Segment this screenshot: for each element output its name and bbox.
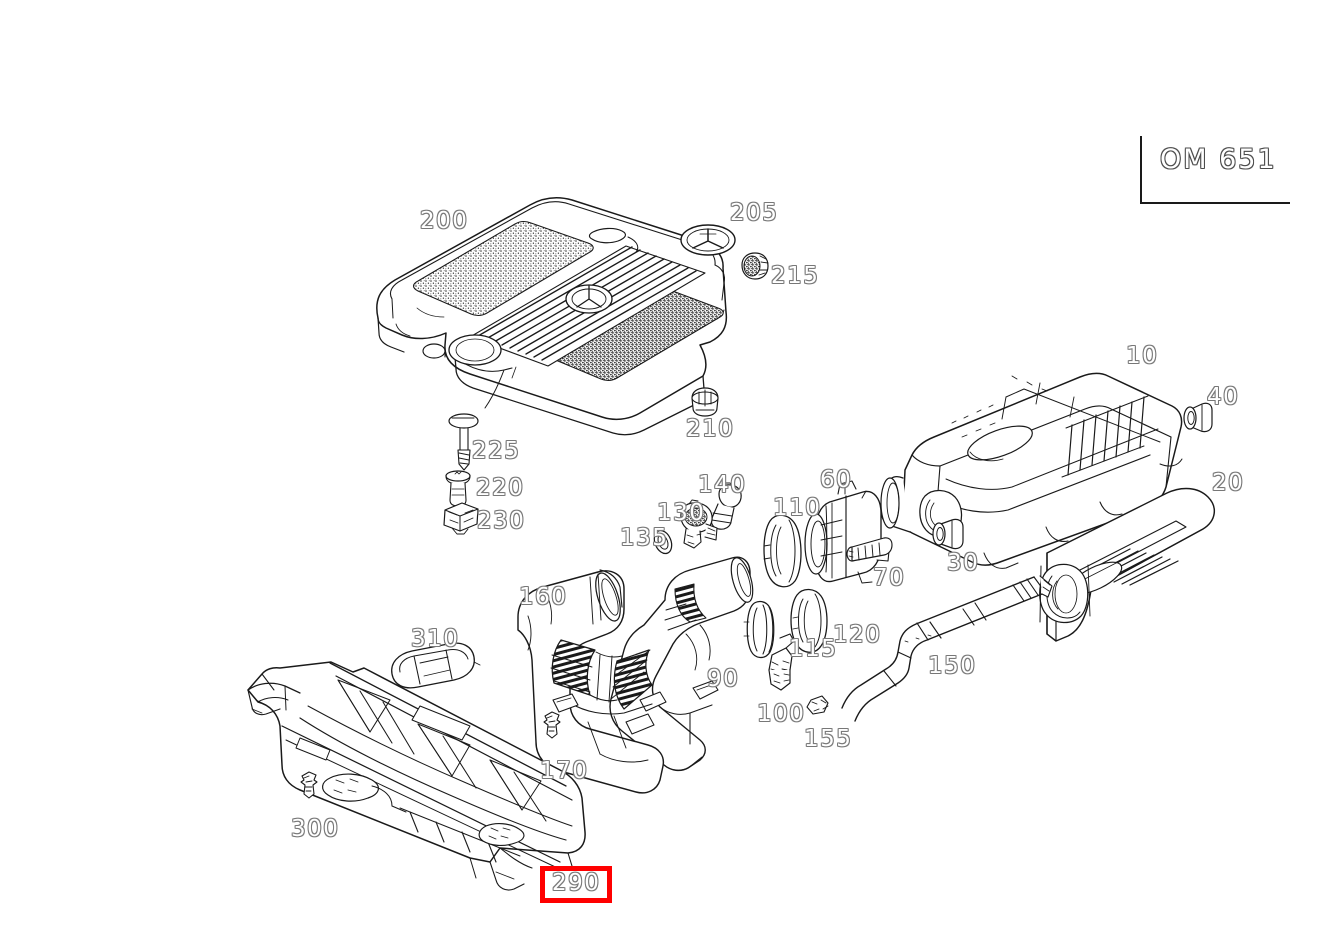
callout-pressure-sensor-130[interactable]: 130: [657, 500, 706, 526]
part-retaining-bracket-230: [443, 502, 479, 535]
callout-intake-manifold-10[interactable]: 10: [1126, 343, 1159, 369]
callout-cover-screw-225[interactable]: 225: [472, 438, 521, 464]
callout-air-intake-cowl-290[interactable]: 290: [540, 866, 613, 903]
callout-air-intake-duct-160[interactable]: 160: [519, 584, 568, 610]
callout-manifold-grommet-40[interactable]: 40: [1207, 384, 1240, 410]
part-vent-fitting-100: [768, 633, 795, 691]
callout-clamp-ring-110[interactable]: 110: [773, 495, 822, 521]
callout-sensor-o-ring-135[interactable]: 135: [620, 525, 669, 551]
callout-housing-grommet-30[interactable]: 30: [947, 550, 980, 576]
callout-mass-air-flow-sensor-60[interactable]: 60: [820, 467, 853, 493]
callout-air-filter-housing-20[interactable]: 20: [1212, 470, 1245, 496]
part-emblem-grommet-215: [741, 252, 769, 280]
part-manifold-grommet-40: [1183, 402, 1213, 433]
part-engine-cover-200: [376, 196, 728, 436]
part-star-emblem-205: [680, 224, 736, 256]
model-designation-text: OM 651: [1160, 144, 1277, 175]
callout-sleeve-adapter-115[interactable]: 115: [789, 636, 838, 662]
callout-emblem-grommet-215[interactable]: 215: [771, 263, 820, 289]
callout-charge-air-elbow-90[interactable]: 90: [707, 666, 740, 692]
callout-retaining-bracket-230[interactable]: 230: [477, 508, 526, 534]
callout-cover-mount-grommet-210[interactable]: 210: [686, 416, 735, 442]
callout-hose-clip-155[interactable]: 155: [804, 726, 853, 752]
callout-engine-cover-200[interactable]: 200: [420, 208, 469, 234]
callout-duct-clip-170[interactable]: 170: [540, 758, 589, 784]
part-sensor-o-ring-135: [653, 529, 673, 555]
part-temperature-sensor-140: [710, 482, 742, 530]
callout-sensor-screw-70[interactable]: 70: [873, 565, 906, 591]
part-connecting-hose-150: [841, 575, 1053, 722]
part-air-intake-duct-160: [517, 569, 665, 794]
part-sleeve-adapter-115: [743, 600, 775, 659]
model-designation-box: OM 651: [1140, 136, 1290, 204]
part-air-intake-cowl-290: [247, 661, 586, 891]
callout-cowl-clip-300[interactable]: 300: [291, 816, 340, 842]
part-clamp-ring-110: [763, 514, 802, 588]
part-seal-ring-120: [790, 588, 828, 653]
part-cowl-grommet-310: [391, 642, 481, 689]
part-charge-air-elbow-90: [609, 556, 754, 772]
part-expanding-rivet-220: [445, 470, 471, 507]
part-housing-grommet-30: [932, 518, 964, 550]
callout-temperature-sensor-140[interactable]: 140: [698, 472, 747, 498]
callout-star-emblem-205[interactable]: 205: [730, 200, 779, 226]
callout-vent-fitting-100[interactable]: 100: [757, 701, 806, 727]
part-hose-clip-155: [806, 695, 829, 715]
part-pressure-sensor-130: [680, 499, 718, 549]
callout-connecting-hose-150[interactable]: 150: [928, 653, 977, 679]
part-air-filter-housing-20: [1039, 487, 1215, 642]
callout-expanding-rivet-220[interactable]: 220: [476, 475, 525, 501]
part-cover-mount-grommet-210: [691, 387, 719, 417]
callout-cowl-grommet-310[interactable]: 310: [411, 626, 460, 652]
part-cover-screw-225: [448, 413, 479, 471]
part-sensor-screw-70: [846, 537, 893, 562]
callout-seal-ring-120[interactable]: 120: [833, 622, 882, 648]
